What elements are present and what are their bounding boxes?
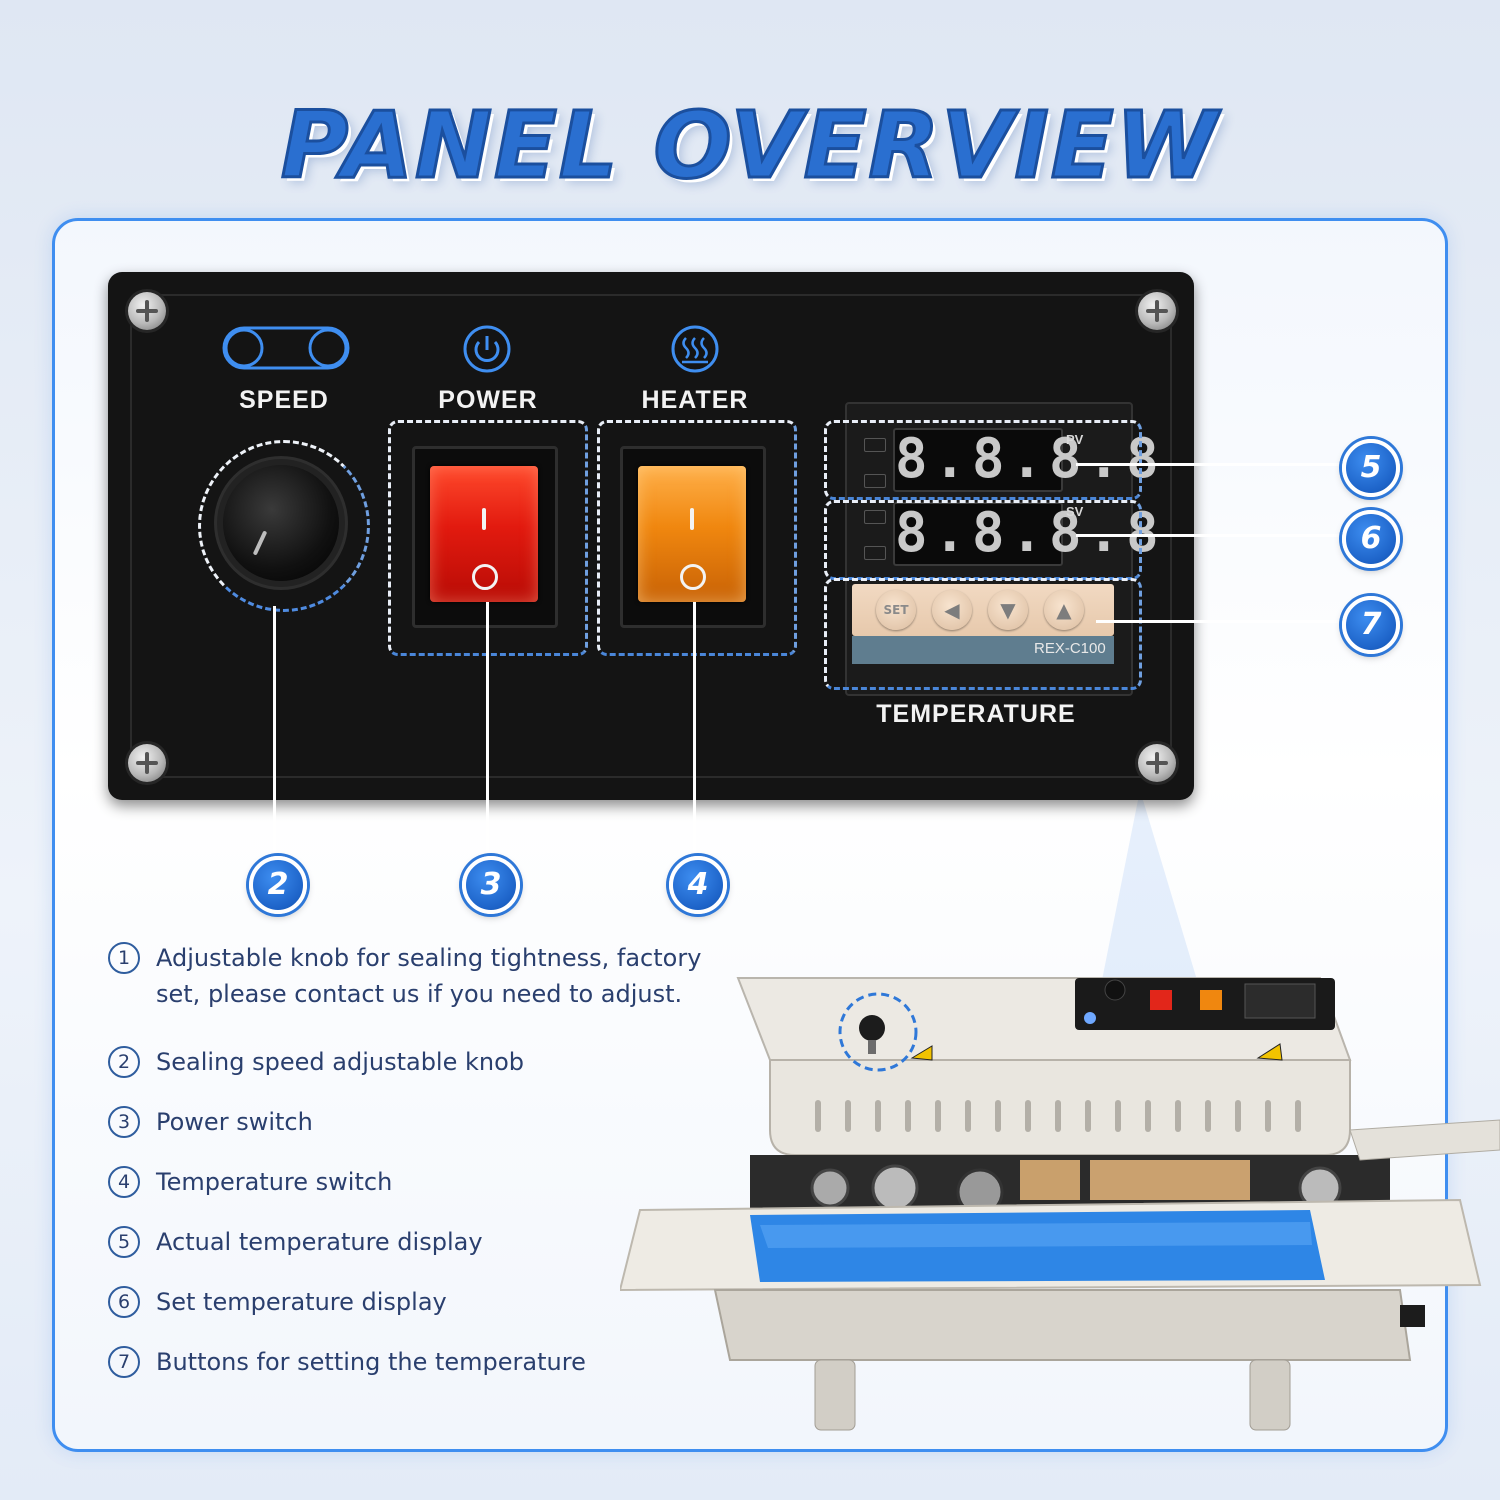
legend-text: Adjustable knob for sealing tightness, f… (156, 944, 702, 1008)
legend-number: 6 (108, 1286, 140, 1318)
legend-text: Actual temperature display (156, 1228, 483, 1256)
screw-icon (1138, 292, 1176, 330)
legend-number: 4 (108, 1166, 140, 1198)
shift-left-button[interactable]: ◀ (932, 590, 972, 630)
pv-tag: PV (1066, 432, 1084, 447)
switch-off-mark (472, 564, 498, 590)
leader-line-2 (273, 606, 276, 856)
leader-line-7 (1096, 620, 1342, 623)
callout-badge-3: 3 (462, 856, 520, 914)
callout-badge-5: 5 (1342, 439, 1400, 497)
legend-text: Sealing speed adjustable knob (156, 1048, 525, 1076)
down-button[interactable]: ▼ (988, 590, 1028, 630)
indicator-led (864, 474, 886, 488)
screw-icon (128, 744, 166, 782)
legend-number: 1 (108, 942, 140, 974)
callout-badge-2: 2 (249, 856, 307, 914)
leader-line-4 (693, 602, 696, 856)
highlight-beam (1100, 790, 1200, 990)
buttons-highlight (824, 578, 1142, 690)
legend-text: Temperature switch (156, 1168, 393, 1196)
speed-roller-icon (222, 326, 350, 370)
switch-off-mark (680, 564, 706, 590)
sv-tag: SV (1066, 504, 1084, 519)
legend-text: Power switch (156, 1108, 313, 1136)
speed-label: SPEED (239, 386, 329, 414)
switch-on-mark (482, 508, 486, 530)
switch-on-mark (690, 508, 694, 530)
legend-text: Set temperature display (156, 1288, 447, 1316)
legend-text: Buttons for setting the temperature (156, 1348, 586, 1376)
indicator-led (864, 510, 886, 524)
power-label: POWER (438, 386, 538, 414)
pv-highlight (824, 420, 1142, 500)
speed-knob[interactable] (223, 465, 339, 581)
legend-number: 3 (108, 1106, 140, 1138)
heater-label: HEATER (641, 386, 749, 414)
heater-switch-highlight (597, 420, 797, 656)
indicator-led (864, 546, 886, 560)
leader-line-6 (1076, 534, 1342, 537)
leader-line-3 (486, 602, 489, 856)
sv-highlight (824, 500, 1142, 580)
heater-icon (671, 325, 719, 373)
power-switch[interactable] (430, 466, 538, 602)
machine-photo (620, 977, 1500, 1431)
controller-label-strip (852, 636, 1114, 664)
set-button[interactable]: SET (876, 590, 916, 630)
callout-badge-7: 7 (1342, 596, 1400, 654)
indicator-led (864, 438, 886, 452)
screw-icon (1138, 744, 1176, 782)
temperature-label: TEMPERATURE (876, 700, 1076, 728)
legend-number: 5 (108, 1226, 140, 1258)
up-button[interactable]: ▲ (1044, 590, 1084, 630)
power-icon (463, 325, 511, 373)
page-title: PANEL OVERVIEW (279, 91, 1220, 201)
screw-icon (128, 292, 166, 330)
legend-number: 2 (108, 1046, 140, 1078)
leader-line-5 (1076, 463, 1342, 466)
heater-switch[interactable] (638, 466, 746, 602)
callout-badge-6: 6 (1342, 510, 1400, 568)
controller-model: REX-C100 (1034, 640, 1106, 657)
legend-number: 7 (108, 1346, 140, 1378)
callout-badge-4: 4 (669, 856, 727, 914)
speed-knob-highlight (198, 440, 370, 612)
